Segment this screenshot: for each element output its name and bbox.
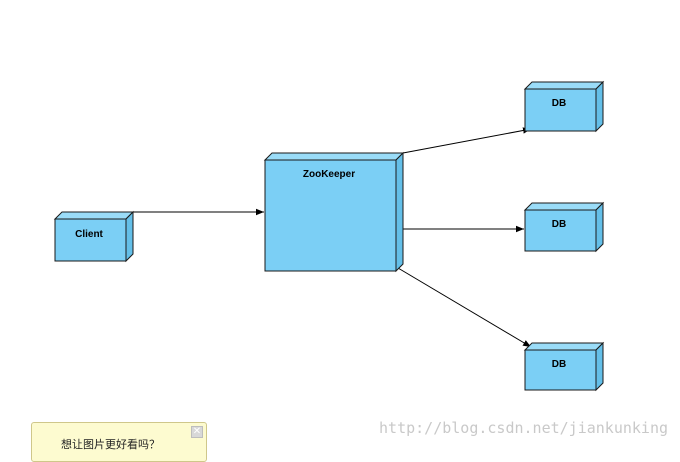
node-db-3[interactable]: DB xyxy=(523,341,605,392)
deployment-diagram: Client ZooKeeper DB DB DB xyxy=(53,80,605,392)
node-db-1-label: DB xyxy=(552,98,566,109)
promo-popup[interactable]: 想让图片更好看吗？ ✕ xyxy=(31,422,207,462)
node-db-1[interactable]: DB xyxy=(523,80,605,133)
node-zookeeper-label: ZooKeeper xyxy=(303,169,355,180)
node-client-label: Client xyxy=(75,229,103,240)
watermark-url: http://blog.csdn.net/jiankunking xyxy=(379,419,668,437)
node-db-3-label: DB xyxy=(552,359,566,370)
node-zookeeper[interactable]: ZooKeeper xyxy=(263,151,405,273)
edges xyxy=(133,127,532,348)
node-db-2[interactable]: DB xyxy=(523,201,605,253)
close-icon[interactable]: ✕ xyxy=(191,426,203,438)
node-client[interactable]: Client xyxy=(53,210,135,263)
node-db-2-label: DB xyxy=(552,219,566,230)
popup-text: 想让图片更好看吗？ xyxy=(61,438,160,451)
edge-zookeeper-db3 xyxy=(397,267,532,348)
edge-zookeeper-db1 xyxy=(402,127,532,154)
